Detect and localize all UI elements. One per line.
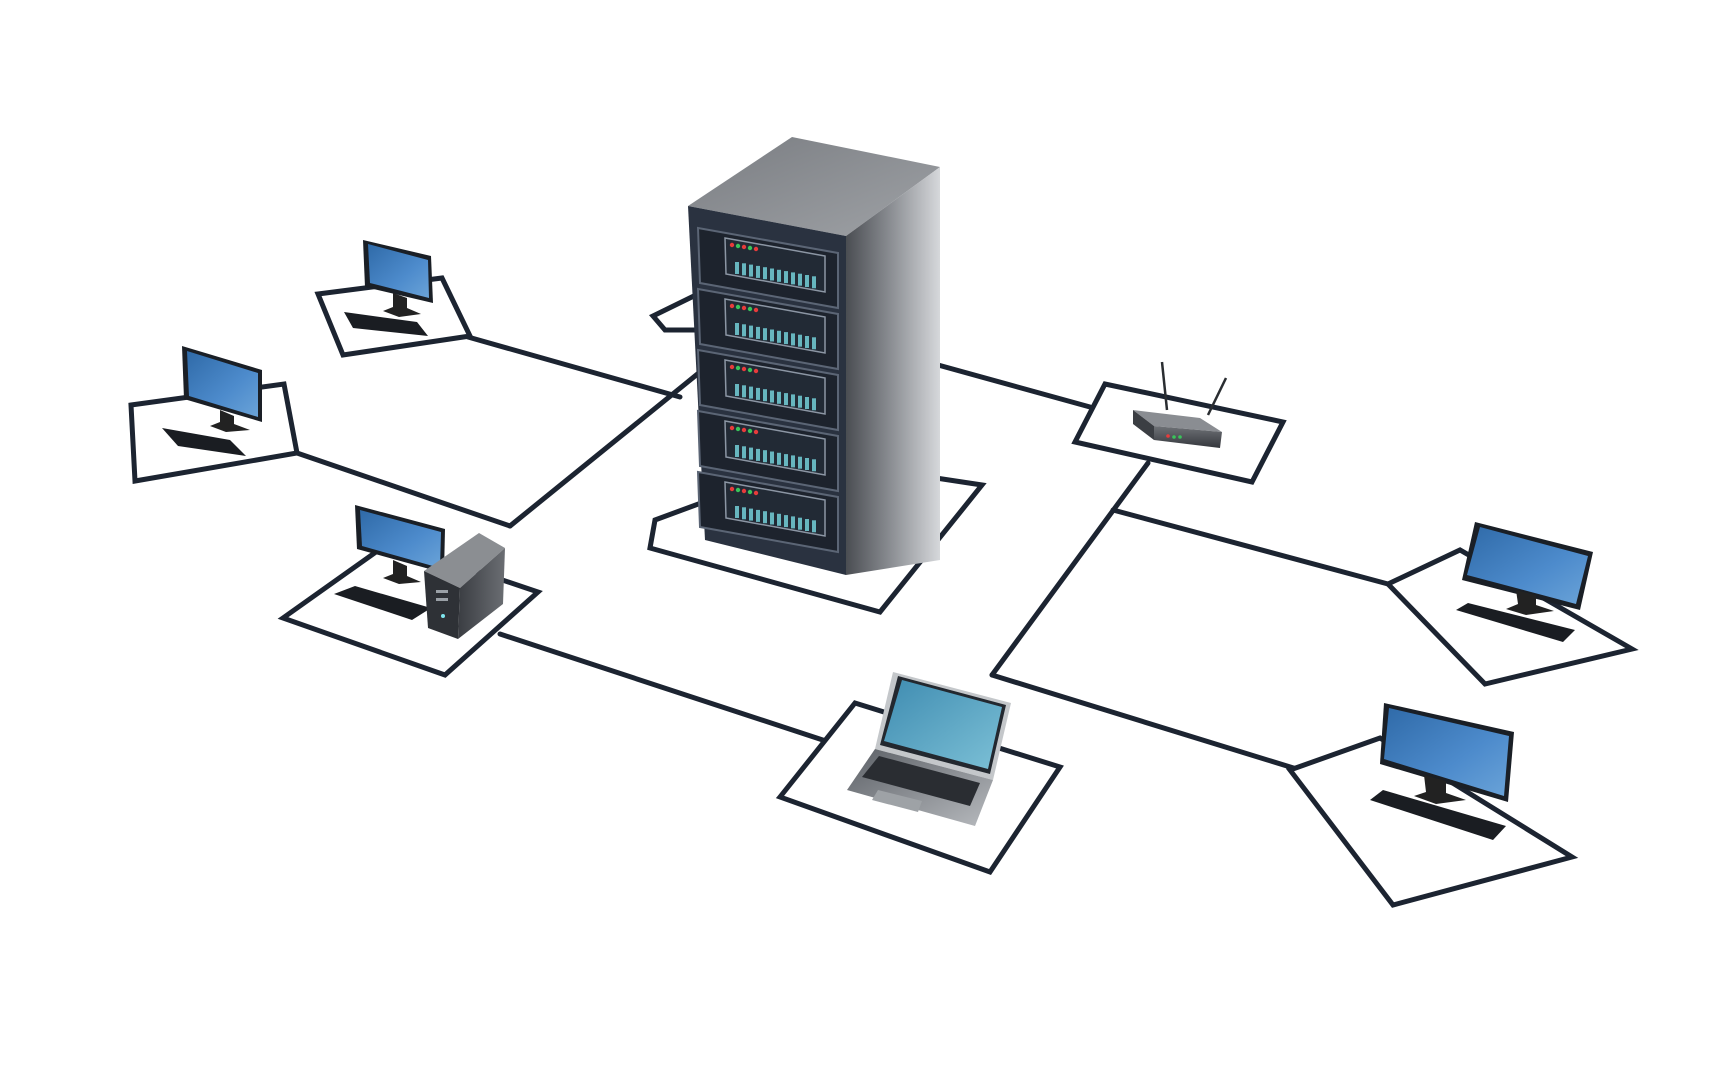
rack-units	[696, 226, 839, 554]
cable-top-left-to-server	[465, 334, 683, 400]
laptop-icon	[847, 672, 1011, 826]
server-unit	[696, 409, 839, 493]
monitor-icon	[162, 346, 262, 456]
cable-laptop-to-bottom-right	[989, 672, 1303, 773]
monitor-icon	[344, 240, 433, 336]
server-rack-icon	[688, 137, 940, 575]
cable-router-to-laptop	[989, 460, 1151, 678]
server-unit	[696, 287, 839, 371]
cable-server-to-router	[917, 357, 1093, 410]
server-unit	[696, 348, 839, 432]
cable-router-to-right	[1110, 507, 1391, 587]
cable-left-to-desktop	[294, 450, 513, 529]
monitor-icon	[1456, 522, 1593, 642]
server-unit	[696, 470, 839, 554]
desktop-computer-icon	[334, 505, 505, 639]
cable-desktop-to-laptop	[497, 631, 841, 748]
cable-desktop-to-server	[507, 369, 703, 529]
router-icon	[1133, 361, 1228, 448]
monitor-icon	[1370, 703, 1514, 840]
pad-workstation-bottom-right	[1285, 735, 1579, 908]
server-unit	[696, 226, 839, 310]
network-cables	[294, 334, 1391, 773]
